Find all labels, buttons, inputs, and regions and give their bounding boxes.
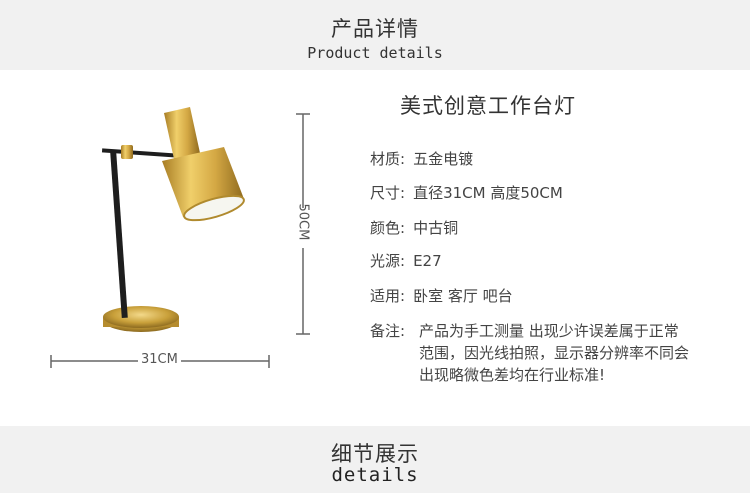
width-label: 31CM [138,352,181,367]
spec-key: 适用: [370,287,406,305]
height-label: 50CM [295,203,311,241]
spec-row-size: 尺寸: 直径31CM 高度50CM [370,182,563,203]
product-details-header: 产品详情 Product details [0,0,750,70]
spec-value: 卧室 客厅 吧台 [413,287,513,305]
spec-key: 备注: [370,322,406,340]
note-line: 产品为手工测量 出现少许误差属于正常 [419,322,679,340]
spec-row-light-source: 光源: E27 [370,250,442,271]
note-text: 产品为手工测量 出现少许误差属于正常 范围，因光线拍照，显示器分辨率不同会 出现… [419,320,689,386]
spec-value: 中古铜 [413,219,459,237]
spec-row-note: 备注: 产品为手工测量 出现少许误差属于正常 范围，因光线拍照，显示器分辨率不同… [370,320,689,384]
note-line: 范围，因光线拍照，显示器分辨率不同会 [419,344,690,362]
spec-value: 直径31CM 高度50CM [413,184,563,202]
footer-title-cn: 细节展示 [331,442,419,466]
spec-key: 材质: [370,150,406,168]
footer-title-en: details [331,464,419,486]
lamp-stem [110,149,128,319]
header-title-cn: 产品详情 [331,17,419,41]
spec-key: 尺寸: [370,184,406,202]
width-dimension: 31CM [50,350,270,372]
spec-value: 五金电镀 [413,150,474,168]
lamp-neck [164,107,200,159]
height-dimension: 50CM [291,113,313,335]
note-line: 出现略微色差均在行业标准! [419,366,606,384]
spec-row-material: 材质: 五金电镀 [370,148,473,169]
spec-row-usage: 适用: 卧室 客厅 吧台 [370,285,513,306]
spec-key: 光源: [370,252,406,270]
details-section-header: 细节展示 details [0,426,750,493]
spec-value: E27 [413,252,442,270]
product-title: 美式创意工作台灯 [400,94,576,118]
spec-row-color: 颜色: 中古铜 [370,217,458,238]
lamp-image [40,95,330,395]
header-title-en: Product details [307,44,443,62]
lamp-joint [121,145,133,159]
spec-key: 颜色: [370,219,406,237]
desk-lamp-illustration [101,107,245,332]
